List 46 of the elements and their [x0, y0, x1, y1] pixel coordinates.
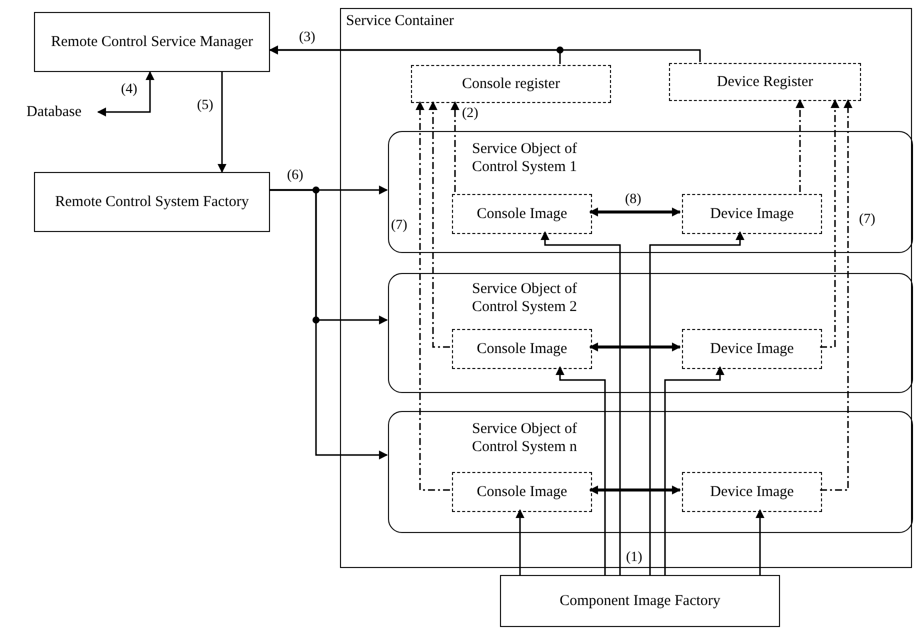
arrow: [820, 99, 852, 491]
dashed-box: Console register: [411, 65, 611, 103]
group-title: Service Container: [346, 12, 455, 30]
dashed-box: Console Image: [452, 329, 592, 369]
edge-label: (8): [624, 192, 642, 208]
arrow: [270, 189, 388, 460]
callout-number: (7): [390, 218, 408, 234]
dashed-box: Device Image: [682, 194, 822, 234]
group-title: Service Object of Control System 2: [472, 280, 578, 316]
arrow: [556, 366, 606, 575]
arrow: [589, 208, 681, 216]
arrow: [269, 46, 701, 62]
arrow: [218, 72, 226, 173]
arrow: [649, 231, 744, 575]
process-box: Remote Control Service Manager: [34, 12, 270, 72]
arrow: [756, 509, 764, 575]
dashed-box: Console Image: [452, 472, 592, 512]
dashed-box: Device Register: [669, 63, 861, 101]
arrow: [589, 486, 681, 494]
dashed-box: Device Image: [682, 329, 822, 369]
edge-label: (5): [196, 98, 214, 114]
dashed-box: Console Image: [452, 194, 592, 234]
dashed-box: Device Image: [682, 472, 822, 512]
arrow: [428, 101, 450, 348]
edge-label: (4): [120, 82, 138, 98]
arrow: [450, 101, 460, 192]
arrow: [664, 366, 724, 575]
text-label: Database: [10, 102, 98, 122]
edge-label: (2): [461, 106, 480, 122]
arrow: [516, 509, 524, 575]
rounded-box: [388, 273, 913, 393]
process-box: Component Image Factory: [500, 575, 780, 627]
process-box: Remote Control System Factory: [34, 172, 270, 232]
arrow: [97, 71, 154, 116]
edge-label: (1): [625, 550, 644, 566]
group-title: Service Object of Control System 1: [472, 140, 578, 176]
arrow: [820, 99, 840, 348]
group-title: Service Object of Control System n: [472, 420, 578, 456]
rounded-box: [388, 411, 913, 533]
arrow: [416, 101, 450, 491]
edge-label: (3): [298, 30, 316, 46]
arrow: [540, 231, 621, 575]
edge-label: (6): [286, 168, 304, 184]
callout-number: (7): [858, 212, 876, 228]
arrow: [589, 342, 681, 352]
arrow: [796, 99, 804, 192]
